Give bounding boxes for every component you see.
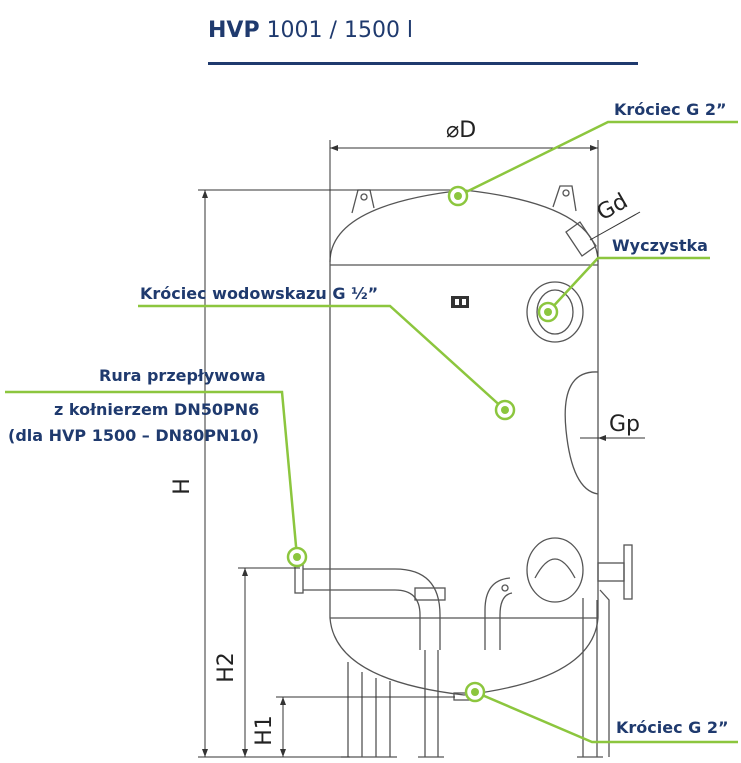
right-flange <box>623 544 633 600</box>
label-flow-pipe-1: Rura przepływowa <box>99 366 266 385</box>
title-underline <box>208 62 638 65</box>
dim-diameter: ⌀D <box>446 118 477 143</box>
label-flow-pipe-2: z kołnierzem DN50PN6 <box>54 400 260 419</box>
lifting-lug-left <box>351 189 375 214</box>
label-top-nozzle: Króciec G 2” <box>614 100 727 119</box>
leader-bottom-nozzle <box>474 690 738 744</box>
flow-pipe <box>303 568 441 650</box>
left-flange <box>294 564 304 594</box>
logo <box>451 296 469 308</box>
dim-h: H <box>169 478 195 495</box>
leader-gauge <box>138 304 506 411</box>
label-cleanout: Wyczystka <box>612 236 708 255</box>
leader-flow-pipe <box>5 390 299 558</box>
right-pipe <box>597 562 625 582</box>
tank-shell <box>329 262 599 618</box>
cleanout-flange <box>526 281 584 343</box>
gd-socket <box>565 221 597 257</box>
label-gauge-nozzle: Króciec wodowskazu G ½” <box>140 284 379 303</box>
dim-h1: H1 <box>251 715 277 746</box>
leg-right <box>577 589 610 758</box>
page-title: HVP 1001 / 1500 l <box>208 18 414 43</box>
leader-cleanout <box>547 256 710 313</box>
gp-window <box>564 371 599 495</box>
tank-bottom-head <box>329 617 599 696</box>
lower-manhole <box>526 537 584 603</box>
label-bottom-nozzle: Króciec G 2” <box>616 718 729 737</box>
lifting-lug-right <box>552 185 577 212</box>
dim-h2: H2 <box>213 652 239 683</box>
dim-gp: Gp <box>609 412 641 437</box>
leader-top-nozzle <box>457 120 738 198</box>
leg-left <box>341 662 397 758</box>
label-flow-pipe-3: (dla HVP 1500 – DN80PN10) <box>8 426 259 445</box>
